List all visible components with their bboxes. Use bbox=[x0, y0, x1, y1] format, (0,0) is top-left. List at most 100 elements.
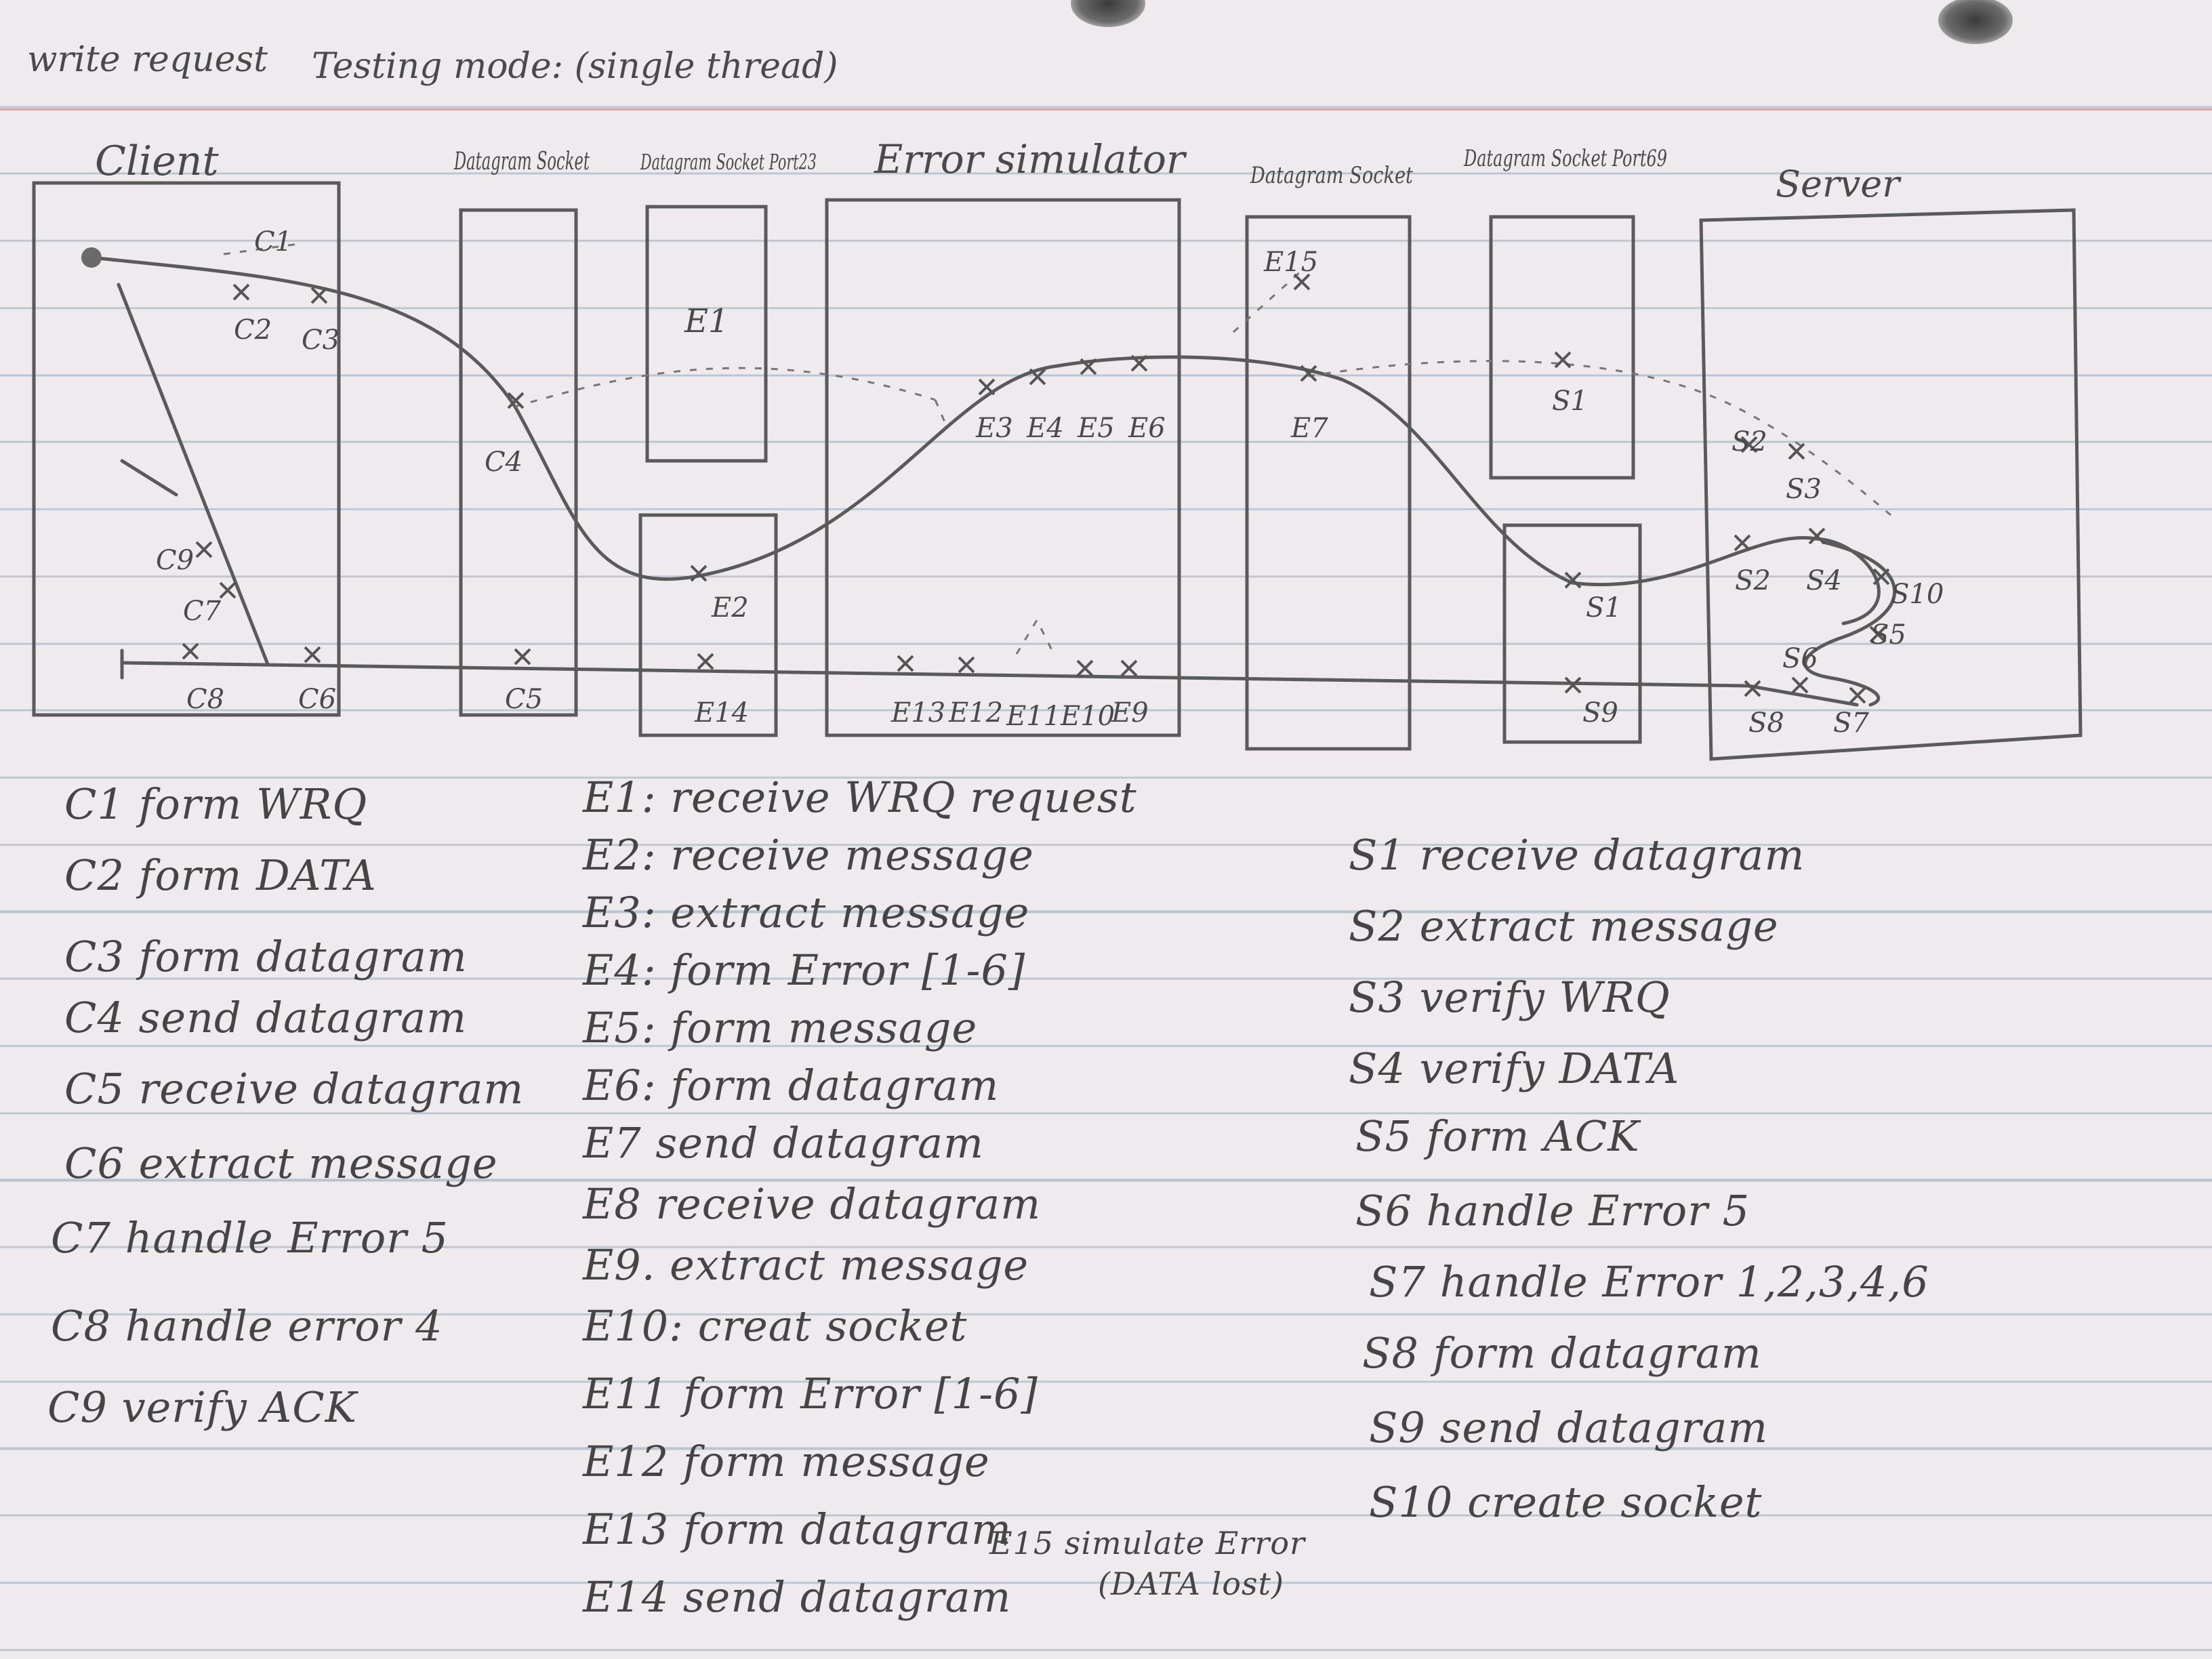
mark-s4: S4 bbox=[1806, 565, 1842, 596]
mark-s2: S2 bbox=[1735, 565, 1771, 596]
mark-c1: C1 bbox=[254, 226, 292, 258]
server-loop bbox=[1803, 540, 1897, 707]
socket-port23-box-bottom bbox=[638, 513, 778, 737]
mark-s10: S10 bbox=[1891, 579, 1944, 610]
server-step: S8 form datagram bbox=[1362, 1328, 1762, 1378]
mark-e7: E7 bbox=[1290, 413, 1328, 444]
binder-hole bbox=[1938, 0, 2013, 44]
client-ack-tick bbox=[120, 459, 178, 497]
server-step: S9 send datagram bbox=[1369, 1403, 1769, 1452]
mark-e14: E14 bbox=[694, 697, 749, 729]
client-step: C4 send datagram bbox=[64, 993, 468, 1042]
error-step: E3: extract message bbox=[583, 888, 1030, 937]
error-step: E7 send datagram bbox=[583, 1118, 984, 1168]
x-marks bbox=[182, 273, 1890, 704]
error-step: E10: creat socket bbox=[583, 1301, 968, 1351]
socket-port23-box-top bbox=[645, 205, 768, 463]
client-step: C1 form WRQ bbox=[64, 779, 368, 829]
mark-e1: E1 bbox=[684, 302, 729, 340]
mark-s1: S1 bbox=[1552, 386, 1588, 417]
mark-c5: C5 bbox=[505, 684, 543, 715]
mark-e10: E10 bbox=[1060, 701, 1115, 732]
client-box bbox=[32, 181, 341, 717]
mark-s1-bottom: S1 bbox=[1586, 592, 1622, 623]
error-step: E14 send datagram bbox=[583, 1572, 1012, 1622]
mark-s5: S5 bbox=[1870, 619, 1906, 651]
client-ack-line bbox=[117, 283, 270, 666]
error-simulator-box bbox=[825, 198, 1181, 737]
dashed-e3 bbox=[934, 399, 947, 424]
error-step: E13 form datagram bbox=[583, 1504, 1012, 1554]
mark-e5: E5 bbox=[1077, 413, 1115, 444]
client-step: C3 form datagram bbox=[64, 932, 468, 981]
mark-e12: E12 bbox=[948, 697, 1003, 729]
server-step: S3 verify WRQ bbox=[1349, 972, 1671, 1022]
error-step: E4: form Error [1-6] bbox=[583, 945, 1026, 995]
dashed-wrq-path bbox=[514, 367, 936, 408]
mark-e15: E15 bbox=[1263, 247, 1318, 278]
error-simulator-title: Error simulator bbox=[874, 136, 1187, 182]
server-step: S7 handle Error 1,2,3,4,6 bbox=[1369, 1257, 1929, 1307]
server-step: S10 create socket bbox=[1369, 1477, 1763, 1527]
mark-c2: C2 bbox=[234, 314, 272, 346]
server-box bbox=[1699, 208, 2083, 761]
mark-c6: C6 bbox=[298, 684, 336, 715]
mark-e2: E2 bbox=[711, 592, 749, 623]
header-mode: Testing mode: (single thread) bbox=[312, 46, 838, 87]
mark-s2-top: S2 bbox=[1732, 426, 1767, 457]
mark-c8: C8 bbox=[186, 684, 224, 715]
socket-1-title: Datagram Socket bbox=[453, 148, 590, 176]
mark-s8: S8 bbox=[1748, 708, 1784, 739]
mark-c4: C4 bbox=[485, 447, 523, 478]
mark-s9: S9 bbox=[1582, 697, 1618, 729]
error-step: E8 receive datagram bbox=[583, 1179, 1042, 1229]
header-title: write request bbox=[27, 39, 268, 80]
socket-2-title: Datagram Socket bbox=[1250, 162, 1413, 189]
client-step: C5 receive datagram bbox=[64, 1064, 525, 1113]
error-step: E11 form Error [1-6] bbox=[583, 1369, 1038, 1418]
server-step: S5 form ACK bbox=[1355, 1111, 1640, 1161]
socket-port23-title: Datagram Socket Port23 bbox=[640, 149, 817, 175]
start-point bbox=[81, 247, 102, 268]
client-step: C8 handle error 4 bbox=[51, 1301, 443, 1351]
client-step: C7 handle Error 5 bbox=[51, 1213, 449, 1263]
e15-note: E15 simulate Error bbox=[989, 1525, 1306, 1561]
error-step: E5: form message bbox=[583, 1003, 978, 1052]
error-step: E2: receive message bbox=[583, 830, 1034, 880]
error-step: E6: form datagram bbox=[583, 1061, 1000, 1110]
margin-line bbox=[0, 108, 2212, 110]
mark-s6: S6 bbox=[1782, 643, 1818, 674]
mark-e11: E11 bbox=[1006, 701, 1061, 732]
request-path bbox=[89, 255, 1881, 626]
client-step: C2 form DATA bbox=[64, 851, 377, 900]
server-step: S1 receive datagram bbox=[1349, 830, 1805, 880]
dashed-e15 bbox=[1232, 270, 1303, 333]
socket-port69-box-bottom bbox=[1502, 523, 1642, 744]
server-step: S6 handle Error 5 bbox=[1355, 1186, 1750, 1235]
mark-e4: E4 bbox=[1026, 413, 1064, 444]
client-title: Client bbox=[95, 138, 219, 185]
socket-box-2 bbox=[1245, 215, 1412, 751]
mark-c7: C7 bbox=[183, 596, 222, 627]
mark-e13: E13 bbox=[890, 697, 945, 729]
socket-port69-box-top bbox=[1489, 215, 1635, 480]
mark-e3: E3 bbox=[975, 413, 1013, 444]
mark-e9: E9 bbox=[1111, 697, 1149, 729]
server-step: S2 extract message bbox=[1349, 901, 1779, 951]
server-step: S4 verify DATA bbox=[1349, 1044, 1680, 1093]
mark-s3: S3 bbox=[1786, 474, 1822, 505]
mark-c9: C9 bbox=[156, 545, 194, 576]
error-step: E1: receive WRQ request bbox=[583, 773, 1137, 822]
dashed-e11 bbox=[1015, 617, 1055, 655]
mark-c3: C3 bbox=[302, 325, 340, 356]
server-title: Server bbox=[1776, 163, 1902, 205]
error-step: E9. extract message bbox=[583, 1240, 1029, 1290]
client-step: C6 extract message bbox=[64, 1139, 498, 1188]
dashed-c1 bbox=[223, 243, 299, 255]
e15-note-detail: (DATA lost) bbox=[1098, 1565, 1284, 1602]
client-step: C9 verify ACK bbox=[47, 1382, 357, 1432]
socket-port69-title: Datagram Socket Port69 bbox=[1463, 145, 1667, 172]
socket-box-1 bbox=[459, 208, 578, 717]
